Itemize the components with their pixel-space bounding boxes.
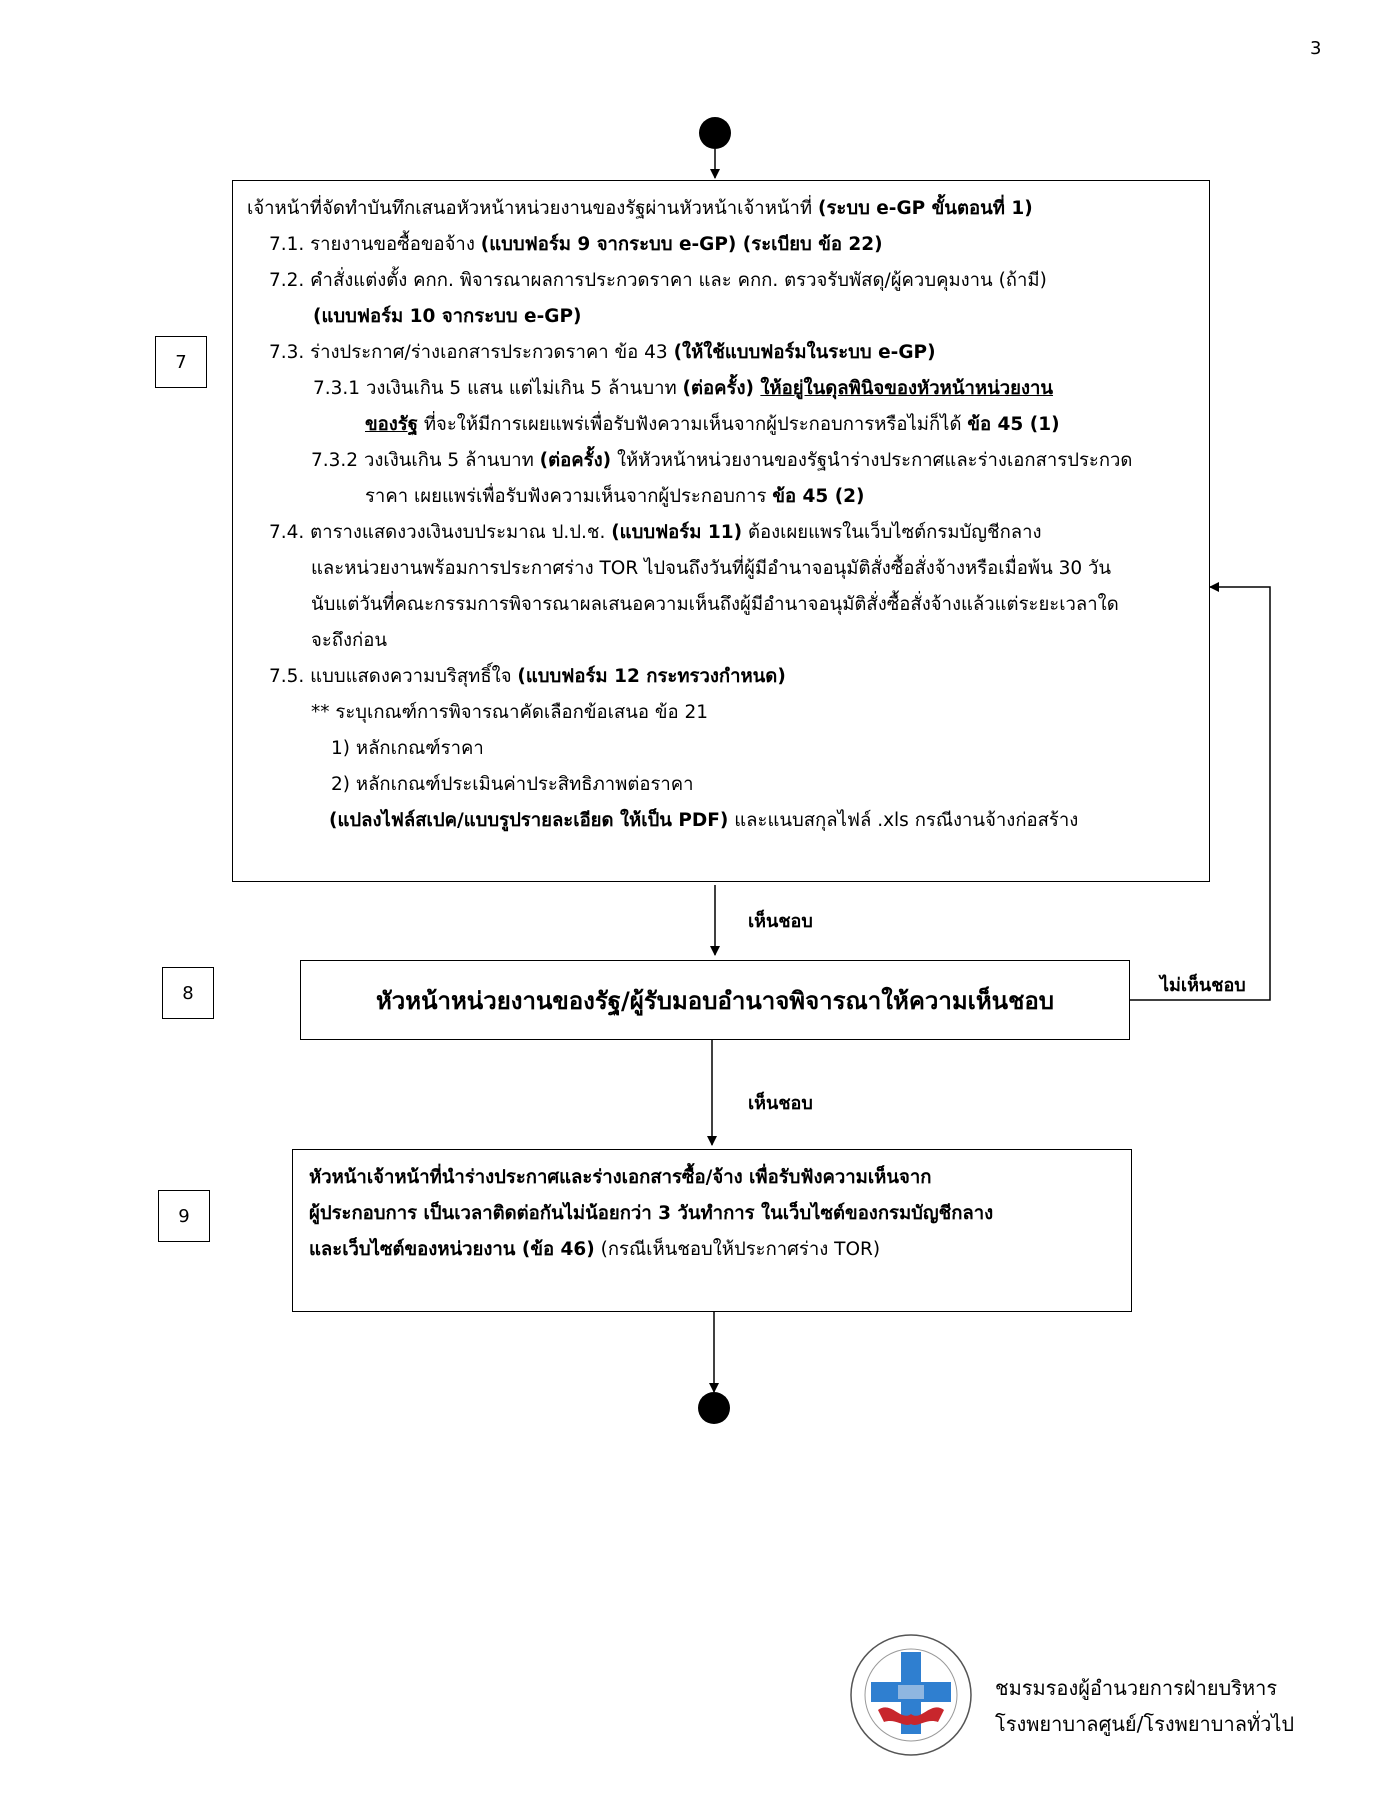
step7-item-7-2: 7.2. คำสั่งแต่งตั้ง คกก. พิจารณาผลการประ… — [269, 270, 1047, 291]
step7-number-box: 7 — [155, 336, 207, 388]
step7-item-7-3-1-cont: ของรัฐ ที่จะให้มีการเผยแพร่เพื่อรับฟังคว… — [365, 414, 1060, 435]
step9-box: หัวหน้าเจ้าหน้าที่นำร่างประกาศและร่างเอก… — [292, 1149, 1132, 1312]
step7-item-7-4-cont1: และหน่วยงานพร้อมการประกาศร่าง TOR ไปจนถึ… — [311, 558, 1112, 579]
step7-box: เจ้าหน้าที่จัดทำบันทึกเสนอหัวหน้าหน่วยงา… — [232, 180, 1210, 882]
edge-label-8-9: เห็นชอบ — [748, 1093, 813, 1114]
step7-item-7-3-1: 7.3.1 วงเงินเกิน 5 แสน แต่ไม่เกิน 5 ล้าน… — [313, 378, 1054, 399]
arrow-step8-back-to-step7 — [1128, 582, 1271, 1001]
step8-text: หัวหน้าหน่วยงานของรัฐ/ผู้รับมอบอำนาจพิจา… — [375, 986, 1055, 1015]
step7-header: เจ้าหน้าที่จัดทำบันทึกเสนอหัวหน้าหน่วยงา… — [247, 198, 1033, 219]
step7-item-7-3-2-cont: ราคา เผยแพร่เพื่อรับฟังความเห็นจากผู้ประ… — [365, 486, 865, 507]
edge-label-8-7: ไม่เห็นชอบ — [1160, 975, 1246, 996]
step8-box: หัวหน้าหน่วยงานของรัฐ/ผู้รับมอบอำนาจพิจา… — [300, 960, 1130, 1040]
step7-item-7-4-cont2: นับแต่วันที่คณะกรรมการพิจารณาผลเสนอความเ… — [311, 594, 1119, 615]
step9-number: 9 — [178, 1205, 190, 1227]
step8-number-box: 8 — [162, 967, 214, 1019]
hospital-cross-handshake-logo — [850, 1634, 972, 1756]
footer-line-1: ชมรมรองผู้อำนวยการฝ่ายบริหาร — [995, 1676, 1278, 1700]
step7-item-7-1: 7.1. รายงานขอซื้อขอจ้าง (แบบฟอร์ม 9 จากร… — [269, 234, 883, 255]
step9-line-3: และเว็บไซต์ของหน่วยงาน (ข้อ 46) (กรณีเห็… — [309, 1239, 881, 1260]
step7-item-7-5-criteria-1: 1) หลักเกณฑ์ราคา — [331, 738, 484, 759]
step9-line-2: ผู้ประกอบการ เป็นเวลาติดต่อกันไม่น้อยกว่… — [309, 1203, 994, 1224]
step9-line-1: หัวหน้าเจ้าหน้าที่นำร่างประกาศและร่างเอก… — [309, 1167, 932, 1188]
page-number: 3 — [1310, 38, 1322, 59]
step7-number: 7 — [175, 351, 187, 373]
step7-item-7-4-cont3: จะถึงก่อน — [311, 630, 387, 651]
footer-line-2: โรงพยาบาลศูนย์/โรงพยาบาลทั่วไป — [995, 1712, 1295, 1736]
step7-item-7-5-criteria: ** ระบุเกณฑ์การพิจารณาคัดเลือกข้อเสนอ ข้… — [311, 702, 709, 723]
step7-item-7-5: 7.5. แบบแสดงความบริสุทธิ์ใจ (แบบฟอร์ม 12… — [269, 666, 786, 687]
step7-item-7-4: 7.4. ตารางแสดงวงเงินงบประมาณ ป.ป.ช. (แบบ… — [269, 522, 1042, 543]
step9-number-box: 9 — [158, 1190, 210, 1242]
step7-item-7-3: 7.3. ร่างประกาศ/ร่างเอกสารประกวดราคา ข้อ… — [269, 342, 936, 363]
step7-item-7-2-cont: (แบบฟอร์ม 10 จากระบบ e-GP) — [313, 306, 582, 327]
step7-item-7-3-2: 7.3.2 วงเงินเกิน 5 ล้านบาท (ต่อครั้ง) ให… — [311, 450, 1133, 471]
step7-item-7-5-criteria-2: 2) หลักเกณฑ์ประเมินค่าประสิทธิภาพต่อราคา — [331, 774, 694, 795]
start-node — [699, 117, 731, 149]
edge-label-7-8: เห็นชอบ — [748, 911, 813, 932]
step8-number: 8 — [182, 982, 194, 1004]
step7-item-7-5-note: (แปลงไฟล์สเปค/แบบรูปรายละเอียด ให้เป็น P… — [329, 810, 1079, 831]
end-node — [698, 1392, 730, 1424]
